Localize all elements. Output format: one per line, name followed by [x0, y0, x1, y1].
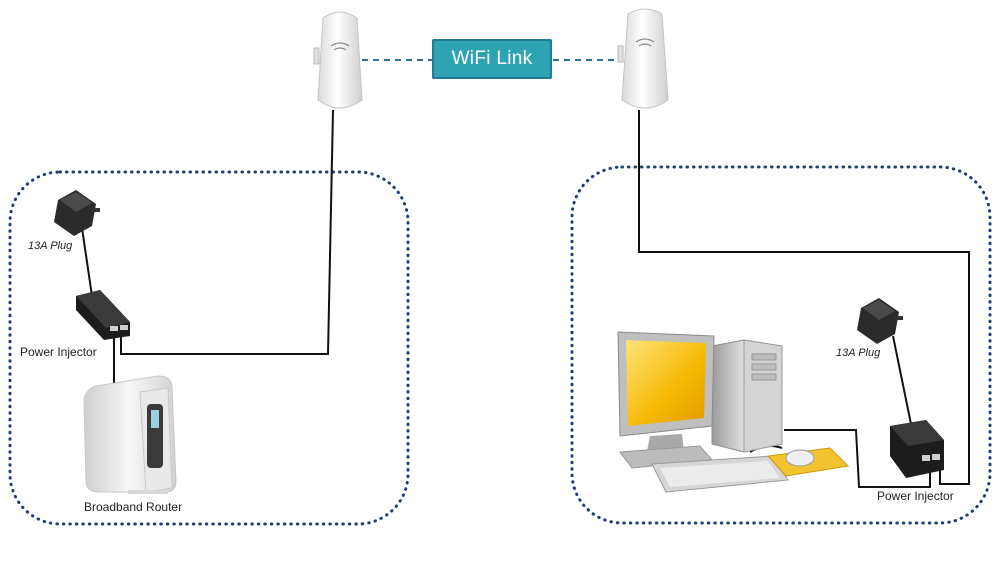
right-plug-cable	[892, 335, 912, 425]
desktop-computer-icon	[617, 331, 850, 493]
computer-cable	[784, 429, 931, 488]
power-injector-icon	[890, 420, 944, 478]
router-icon	[83, 375, 177, 494]
power-injector-icon	[76, 290, 130, 340]
right-site-boundary	[570, 165, 992, 525]
left-plug-cable	[81, 227, 93, 297]
right-ap-cable	[638, 110, 970, 485]
plug-icon	[54, 190, 100, 236]
broadband-router-label: Broadband Router	[84, 500, 183, 514]
left-site-boundary	[8, 170, 410, 526]
left-ap-cable	[120, 109, 334, 355]
left-power-injector-label: Power Injector	[20, 345, 97, 359]
right-power-injector-label: Power Injector	[877, 489, 954, 503]
plug-icon	[857, 298, 903, 344]
access-point-icon	[617, 8, 669, 109]
wifi-link-label: WiFi Link	[432, 39, 552, 79]
right-plug-label: 13A Plug	[836, 347, 881, 359]
access-point-icon	[313, 11, 363, 109]
left-plug-label: 13A Plug	[28, 240, 73, 252]
